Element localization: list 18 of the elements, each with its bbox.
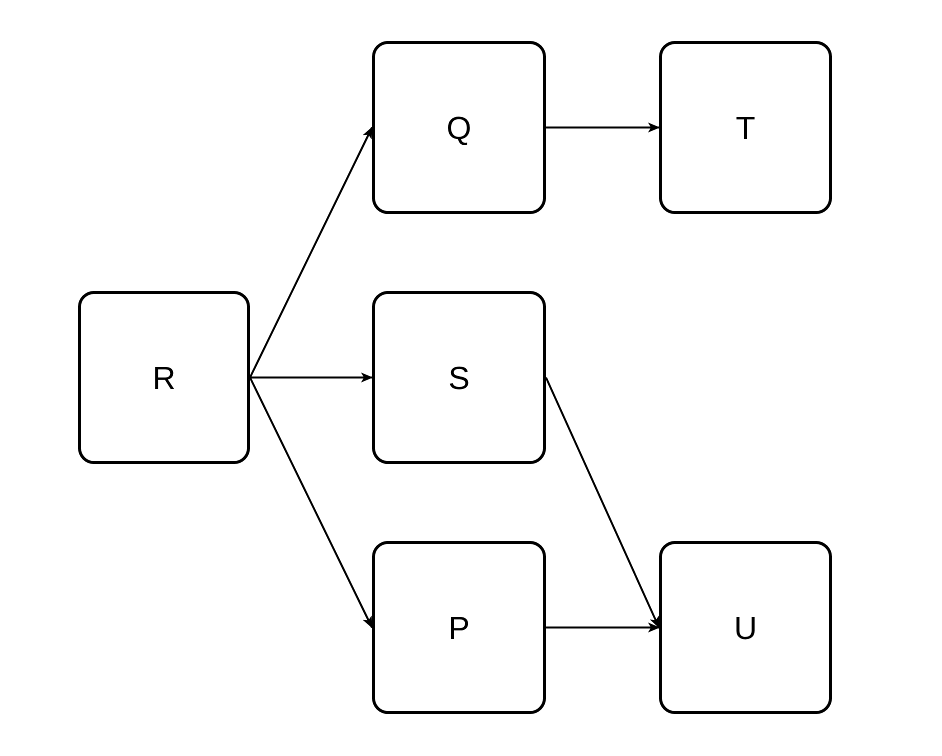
arrow [250, 372, 373, 382]
node-label: S [448, 362, 470, 394]
arrow [546, 122, 660, 132]
node-label: P [448, 612, 470, 644]
process-box [659, 41, 832, 214]
process-box [659, 541, 832, 714]
process-box [78, 291, 250, 464]
process-box [372, 41, 546, 214]
arrow [546, 622, 660, 632]
arrow [249, 126, 373, 378]
process-box [372, 291, 546, 464]
node-label: U [734, 612, 758, 644]
process-box [372, 541, 546, 714]
node-label: Q [446, 112, 472, 144]
arrow [545, 377, 660, 628]
node-label: R [152, 362, 176, 394]
node-label: T [736, 112, 756, 144]
arrow [249, 377, 373, 628]
